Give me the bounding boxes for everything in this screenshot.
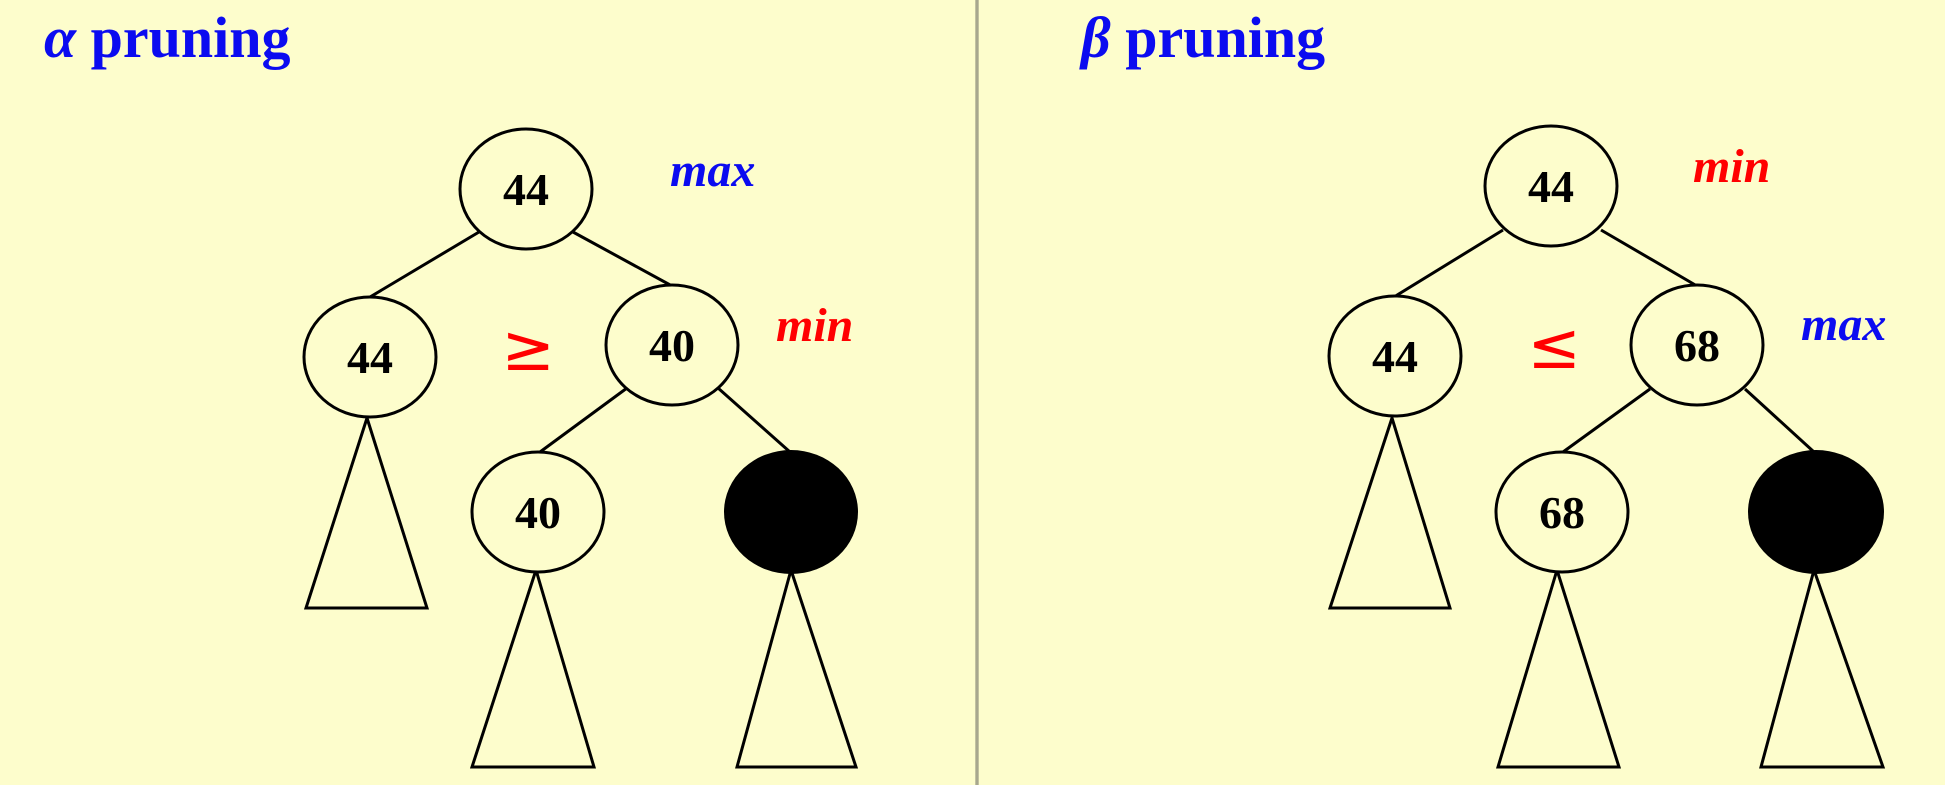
grandchild-value: 68 [1539,487,1585,538]
right-child-role-label: max [1801,298,1886,351]
grandchild-node [1494,450,1630,574]
subtree-pruned [735,564,859,769]
root-value: 44 [503,164,549,215]
beta-symbol: β [1081,5,1111,70]
right-child-node [1629,283,1765,407]
alpha-tree: 44 44 40 40 max min ≥ [302,127,859,769]
edge-root-left [369,230,480,299]
left-child-value: 44 [1372,331,1418,382]
alpha-pruning-title: α pruning [44,4,290,71]
root-node [458,127,594,251]
beta-pruning-title: β pruning [1081,4,1325,71]
grandchild-node [470,450,606,574]
compare-symbol: ≥ [501,312,555,386]
pruned-node [1748,450,1884,574]
alpha-title-word: pruning [90,5,291,70]
root-value: 44 [1528,161,1574,212]
subtree-left [1327,413,1453,610]
root-role-label: min [1693,140,1770,193]
subtree-pruned [1759,564,1886,769]
alpha-pruning-panel: α pruning 44 44 40 40 [44,4,859,769]
root-node [1483,124,1619,248]
edge-right-grandchild [1562,387,1651,454]
left-child-node [302,295,438,419]
beta-title-word: pruning [1125,5,1326,70]
right-child-value: 40 [649,320,695,371]
alpha-symbol: α [44,5,77,70]
edge-right-pruned [1743,387,1816,454]
panel-divider [975,0,979,785]
beta-tree: 44 44 68 68 min max ≤ [1327,124,1886,769]
right-child-node [604,283,740,407]
edge-root-right [1600,228,1698,288]
edge-root-left [1393,228,1504,299]
subtree-grandchild [1495,564,1622,769]
edge-root-right [572,230,673,288]
beta-pruning-panel: β pruning 44 44 68 68 [979,0,1945,785]
root-role-label: max [670,144,755,197]
edge-right-pruned [717,386,791,454]
pruned-node [724,450,858,574]
grandchild-value: 40 [515,487,561,538]
edge-right-grandchild [539,386,628,454]
subtree-grandchild [469,564,597,769]
subtree-left [303,413,430,610]
right-child-role-label: min [776,299,853,352]
compare-symbol: ≤ [1527,310,1581,384]
right-child-value: 68 [1674,320,1720,371]
left-child-value: 44 [347,332,393,383]
left-child-node [1327,294,1463,418]
